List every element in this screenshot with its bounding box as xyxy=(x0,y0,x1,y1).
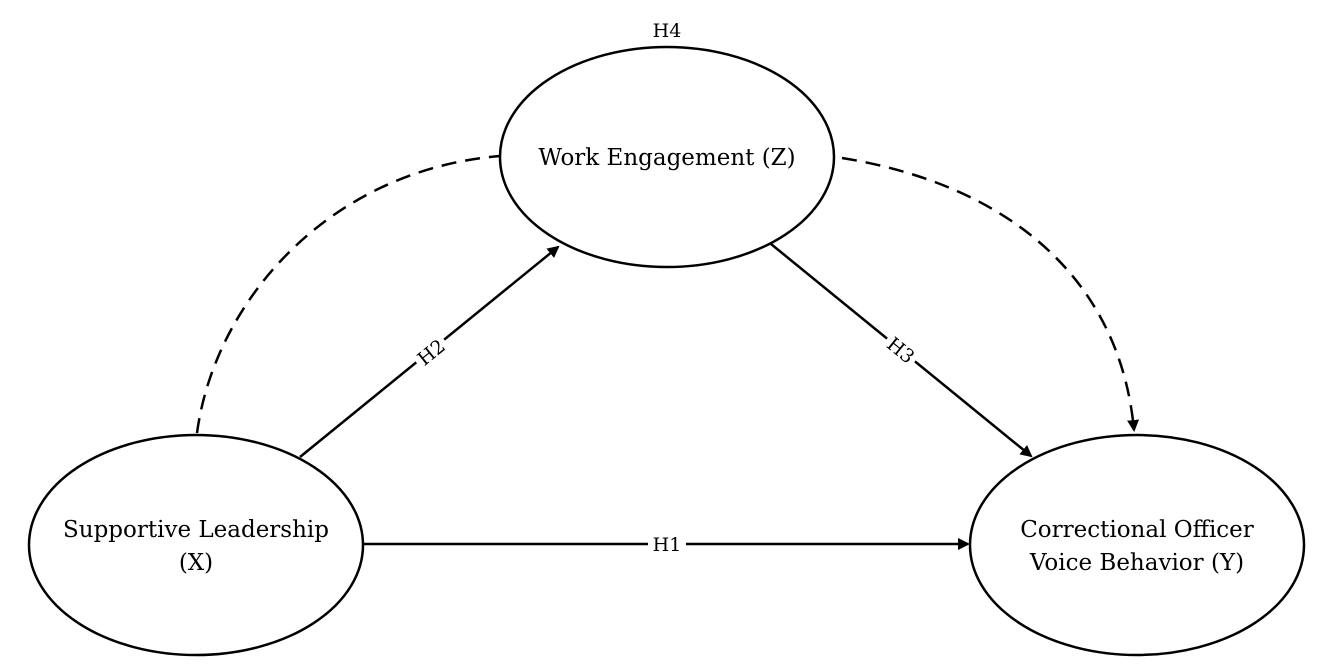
indirect-path-left-dashed xyxy=(195,154,501,434)
h1-label: H1 xyxy=(653,534,682,556)
voice-behavior-node xyxy=(968,433,1306,657)
supportive-leadership-label-line1: Supportive Leadership xyxy=(63,517,329,543)
supportive-leadership-node xyxy=(27,433,365,657)
voice-behavior-label-line2: Voice Behavior (Y) xyxy=(1029,550,1244,576)
h3-label-background xyxy=(880,328,924,370)
h4-label: H4 xyxy=(653,20,682,42)
h1-label-background xyxy=(648,533,686,555)
supportive-leadership-label-line2: (X) xyxy=(179,550,213,576)
work-engagement-label: Work Engagement (Z) xyxy=(538,145,795,171)
work-engagement-node xyxy=(498,45,836,269)
h2-label-background xyxy=(408,330,452,372)
voice-behavior-label-line1: Correctional Officer xyxy=(1020,517,1254,543)
indirect-path-right-dashed xyxy=(841,156,1140,432)
